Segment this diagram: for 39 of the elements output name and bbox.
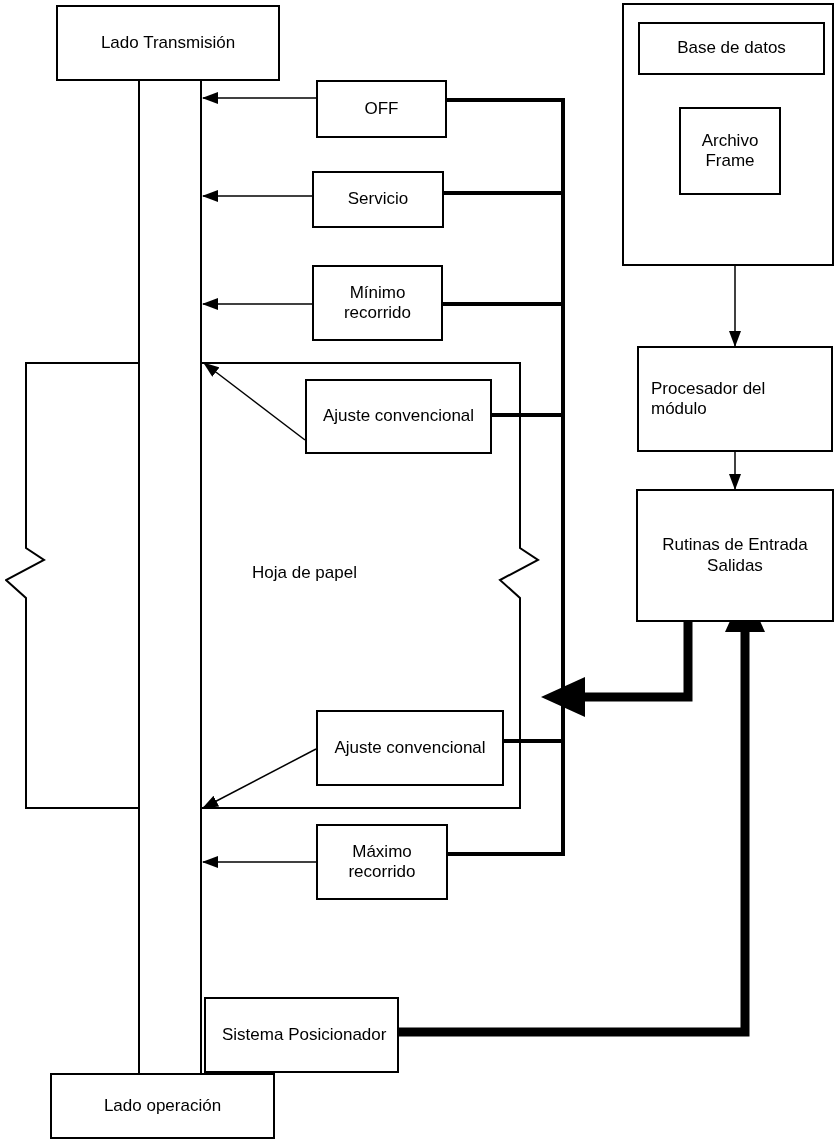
process-box bbox=[312, 265, 443, 341]
arrow bbox=[202, 92, 317, 104]
box-label: Base de datos bbox=[677, 38, 786, 59]
arrow bbox=[541, 622, 693, 717]
arrow bbox=[729, 451, 741, 490]
roller-strip bbox=[138, 81, 202, 1073]
box-label: Procesador del módulo bbox=[651, 378, 767, 420]
arrow bbox=[203, 362, 306, 441]
arrow bbox=[202, 856, 317, 868]
box-label: Servicio bbox=[347, 189, 409, 210]
box-label: Ajuste convencional bbox=[334, 737, 486, 759]
process-box bbox=[316, 710, 504, 786]
process-box bbox=[679, 107, 781, 195]
process-box bbox=[204, 997, 399, 1073]
box-label: Sistema Posicionador bbox=[222, 1024, 387, 1046]
process-box bbox=[637, 346, 833, 452]
box-label: Lado Transmisión bbox=[100, 32, 236, 54]
process-box bbox=[316, 824, 448, 900]
process-box bbox=[50, 1073, 275, 1139]
process-box bbox=[316, 80, 447, 138]
arrow bbox=[202, 298, 313, 310]
arrow bbox=[202, 190, 313, 202]
arrow bbox=[729, 265, 741, 347]
box-label: OFF bbox=[364, 98, 399, 120]
box-label: Lado operación bbox=[103, 1095, 222, 1117]
process-box bbox=[312, 171, 444, 228]
box-label: Rutinas de Entrada Salidas bbox=[661, 535, 809, 576]
process-box bbox=[305, 379, 492, 454]
box-label: Ajuste convencional bbox=[322, 406, 475, 427]
container-box bbox=[622, 3, 834, 266]
process-box bbox=[56, 5, 280, 81]
box-label: Archivo Frame bbox=[700, 130, 760, 172]
arrow bbox=[202, 748, 317, 809]
process-box bbox=[636, 489, 834, 622]
connector-line bbox=[448, 739, 565, 856]
process-box bbox=[638, 22, 825, 75]
paper-label: Hoja de papel bbox=[252, 562, 357, 584]
box-label: Máximo recorrido bbox=[347, 841, 417, 883]
box-label: Mínimo recorrido bbox=[342, 282, 413, 324]
